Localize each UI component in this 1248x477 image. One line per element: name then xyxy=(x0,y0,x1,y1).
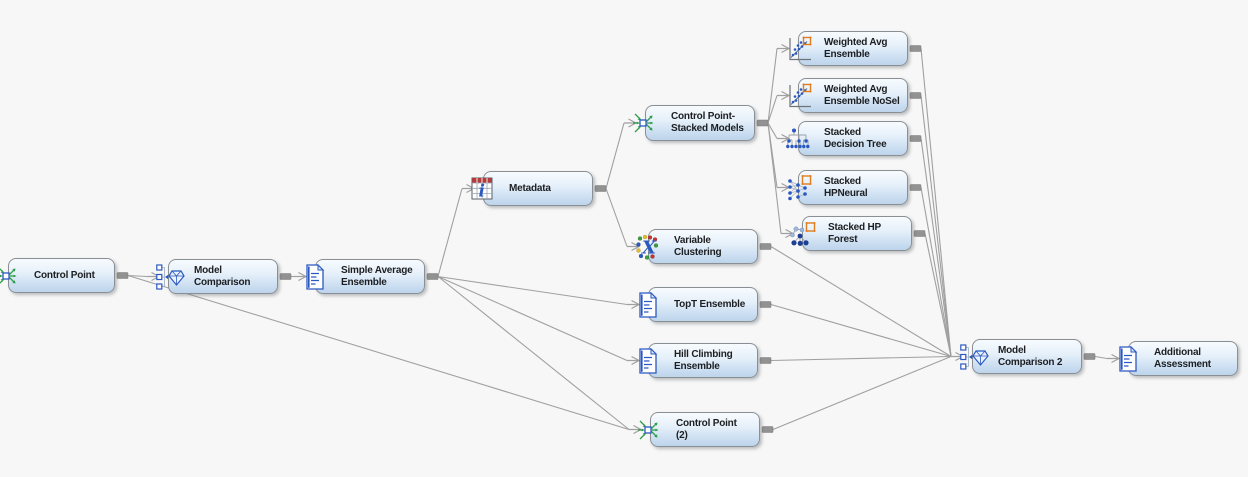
scatter-plot-icon xyxy=(786,36,816,62)
connector-source-stub xyxy=(761,426,774,433)
node-control-point[interactable]: Control Point xyxy=(0,258,115,293)
connector-line xyxy=(920,48,952,357)
node-label: Variable Clustering xyxy=(674,234,722,258)
node-variable-clustering[interactable]: X Variable Clustering xyxy=(636,229,758,264)
scatter-plot-icon xyxy=(786,83,816,109)
svg-text:i: i xyxy=(479,181,485,201)
node-label: Model Comparison 2 xyxy=(998,344,1063,368)
connector-source-stub xyxy=(909,184,922,191)
node-label: Model Comparison xyxy=(194,264,251,288)
node-label: Additional Assessment xyxy=(1154,346,1211,370)
control-point-icon xyxy=(638,417,668,443)
control-point-icon xyxy=(633,110,663,136)
ensemble-document-icon xyxy=(636,291,666,318)
connector-line xyxy=(605,188,628,247)
node-label: Control Point xyxy=(34,269,95,281)
decision-tree-icon xyxy=(786,126,816,152)
node-stacked-hpneural[interactable]: Stacked HPNeural xyxy=(788,170,908,205)
connector-arrowhead xyxy=(627,299,641,310)
ensemble-document-icon xyxy=(303,263,333,290)
node-label: Weighted Avg Ensemble xyxy=(824,36,888,60)
connector-line xyxy=(437,275,628,306)
connector-source-stub xyxy=(1083,353,1096,360)
node-weighted-avg-ensemble-nosel[interactable]: Weighted Avg Ensemble NoSel xyxy=(789,78,908,113)
connector-arrowhead xyxy=(627,241,641,252)
connector-source-stub xyxy=(759,357,772,364)
connector-line xyxy=(920,138,952,357)
connector-line xyxy=(437,275,628,362)
node-label: Stacked HPNeural xyxy=(824,175,868,199)
node-label: Hill Climbing Ensemble xyxy=(674,348,733,372)
hp-forest-icon xyxy=(790,221,820,247)
connector-line xyxy=(770,355,952,362)
connector-source-stub xyxy=(909,92,922,99)
connector-line xyxy=(920,95,952,357)
node-label: TopT Ensemble xyxy=(674,298,746,310)
svg-text:X: X xyxy=(641,237,657,258)
connector-arrowhead xyxy=(294,271,308,282)
node-label: Metadata xyxy=(509,182,551,194)
connector-line xyxy=(924,233,952,357)
connector-source-stub xyxy=(426,273,439,280)
node-control-point-2[interactable]: Control Point (2) xyxy=(638,412,760,447)
node-label: Weighted Avg Ensemble NoSel xyxy=(824,83,900,107)
node-label: Control Point- Stacked Models xyxy=(671,111,744,134)
node-control-point-stacked-models[interactable]: Control Point- Stacked Models xyxy=(633,105,755,141)
model-comparison-icon xyxy=(156,263,186,290)
connector-line xyxy=(767,122,782,234)
ensemble-document-icon xyxy=(1116,345,1146,372)
node-model-comparison[interactable]: Model Comparison xyxy=(156,259,278,294)
hpneural-icon xyxy=(786,174,816,201)
node-simple-average-ensemble[interactable]: Simple Average Ensemble xyxy=(306,259,425,294)
connector-line xyxy=(605,122,625,189)
connector-arrowhead xyxy=(1107,353,1121,364)
node-label: Stacked Decision Tree xyxy=(824,126,887,150)
connector-source-stub xyxy=(756,119,769,127)
connector-line xyxy=(920,187,952,357)
node-label: Stacked HP Forest xyxy=(828,221,882,245)
connector-arrowhead xyxy=(627,355,641,366)
connector-arrowhead xyxy=(777,43,791,54)
model-comparison-icon xyxy=(960,343,990,370)
connector-source-stub xyxy=(913,230,926,237)
connector-line xyxy=(767,122,778,139)
node-stacked-decision-tree[interactable]: Stacked Decision Tree xyxy=(786,121,908,156)
connector-line xyxy=(770,303,952,358)
node-additional-assessment[interactable]: Additional Assessment xyxy=(1119,341,1238,376)
connector-line xyxy=(767,95,778,124)
connector-line xyxy=(767,48,778,124)
metadata-icon: i xyxy=(471,176,501,202)
connector-line xyxy=(437,276,630,430)
node-weighted-avg-ensemble[interactable]: Weighted Avg Ensemble xyxy=(789,31,908,66)
connector-line xyxy=(1094,355,1108,360)
connector-source-stub xyxy=(279,273,292,280)
connector-line xyxy=(127,274,630,431)
connector-source-stub xyxy=(594,185,607,192)
ensemble-document-icon xyxy=(636,347,666,374)
node-metadata[interactable]: i Metadata xyxy=(471,171,593,206)
connector-line xyxy=(127,274,148,278)
connector-source-stub xyxy=(909,135,922,142)
node-stacked-hp-forest[interactable]: Stacked HP Forest xyxy=(790,216,912,251)
connector-line xyxy=(772,355,952,431)
variable-clustering-icon: X xyxy=(636,234,666,260)
node-label: Simple Average Ensemble xyxy=(341,264,413,288)
node-topt-ensemble[interactable]: TopT Ensemble xyxy=(639,287,758,322)
connector-source-stub xyxy=(116,272,129,279)
connector-source-stub xyxy=(759,243,772,250)
connector-source-stub xyxy=(909,45,922,52)
node-hill-climbing-ensemble[interactable]: Hill Climbing Ensemble xyxy=(639,343,758,378)
node-label: Control Point (2) xyxy=(676,417,737,441)
node-model-comparison-2[interactable]: Model Comparison 2 xyxy=(960,339,1082,374)
control-point-icon xyxy=(0,263,26,289)
connector-line xyxy=(437,188,463,277)
connector-arrowhead xyxy=(777,90,791,101)
connector-source-stub xyxy=(759,301,772,308)
connector-line xyxy=(770,246,952,357)
